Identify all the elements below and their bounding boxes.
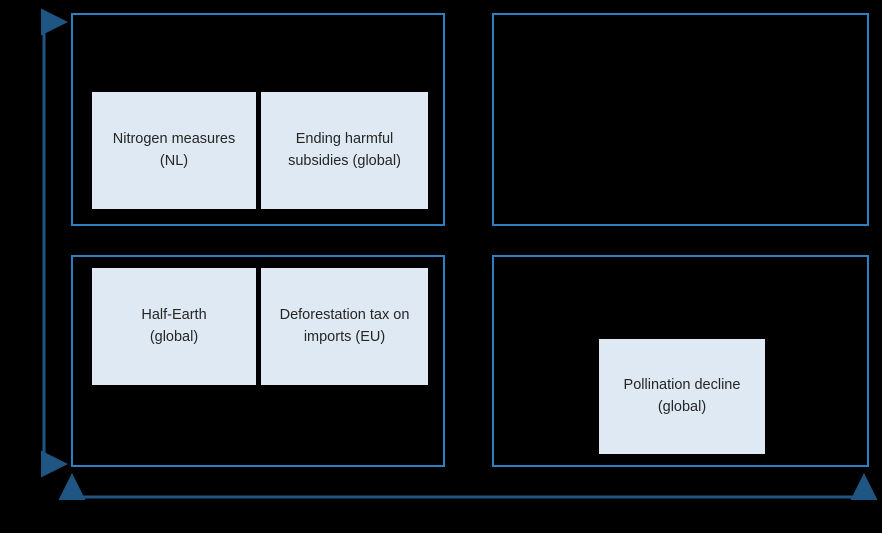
- card-pollination-decline[interactable]: Pollination decline (global): [599, 339, 765, 454]
- card-ending-harmful-subsidies[interactable]: Ending harmful subsidies (global): [261, 92, 428, 209]
- vertical-axis-arrow: [41, 8, 68, 478]
- quadrant-top-right[interactable]: [492, 13, 869, 226]
- horizontal-axis-arrow: [58, 473, 878, 500]
- quadrant-bottom-right[interactable]: [492, 255, 869, 467]
- card-deforestation-tax-on-imports[interactable]: Deforestation tax on imports (EU): [261, 268, 428, 385]
- quadrant-top-left[interactable]: [71, 13, 445, 226]
- card-nitrogen-measures[interactable]: Nitrogen measures (NL): [92, 92, 256, 209]
- card-half-earth[interactable]: Half-Earth (global): [92, 268, 256, 385]
- quadrant-bottom-left[interactable]: [71, 255, 445, 467]
